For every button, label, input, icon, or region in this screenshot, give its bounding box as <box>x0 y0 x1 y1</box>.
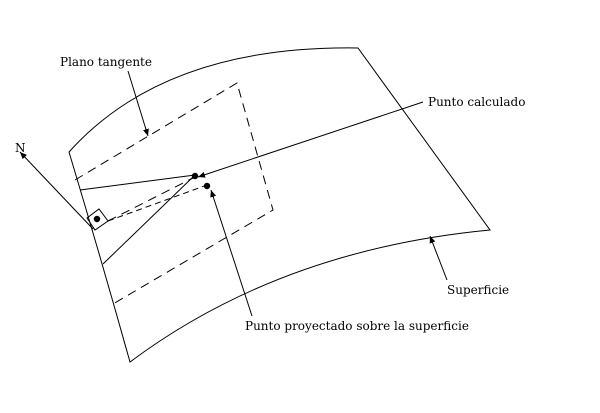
surface-patch <box>68 47 491 363</box>
tangent-plane-leader-arrow <box>127 70 149 137</box>
computed-point-label: Punto calculado <box>428 95 525 109</box>
normal-vector-arrow <box>19 151 94 230</box>
surface-leader-arrow <box>429 235 448 281</box>
right-angle-marker <box>86 208 109 231</box>
base-point <box>93 215 101 223</box>
tangent-plane-center-line <box>107 176 196 222</box>
projected-point-leader-arrow <box>210 189 253 317</box>
normal-label: N <box>15 141 26 155</box>
tangent-plane <box>74 82 274 305</box>
projection-dashed-line <box>107 184 208 222</box>
tangent-plane-label: Plano tangente <box>60 55 152 69</box>
construction-line-diagonal <box>102 174 196 265</box>
projected-point <box>203 182 211 190</box>
computed-point <box>191 172 199 180</box>
construction-line-top <box>79 174 196 191</box>
projected-point-label: Punto proyectado sobre la superficie <box>245 319 469 333</box>
surface-label: Superficie <box>447 283 509 297</box>
computed-point-leader-arrow <box>197 101 424 178</box>
